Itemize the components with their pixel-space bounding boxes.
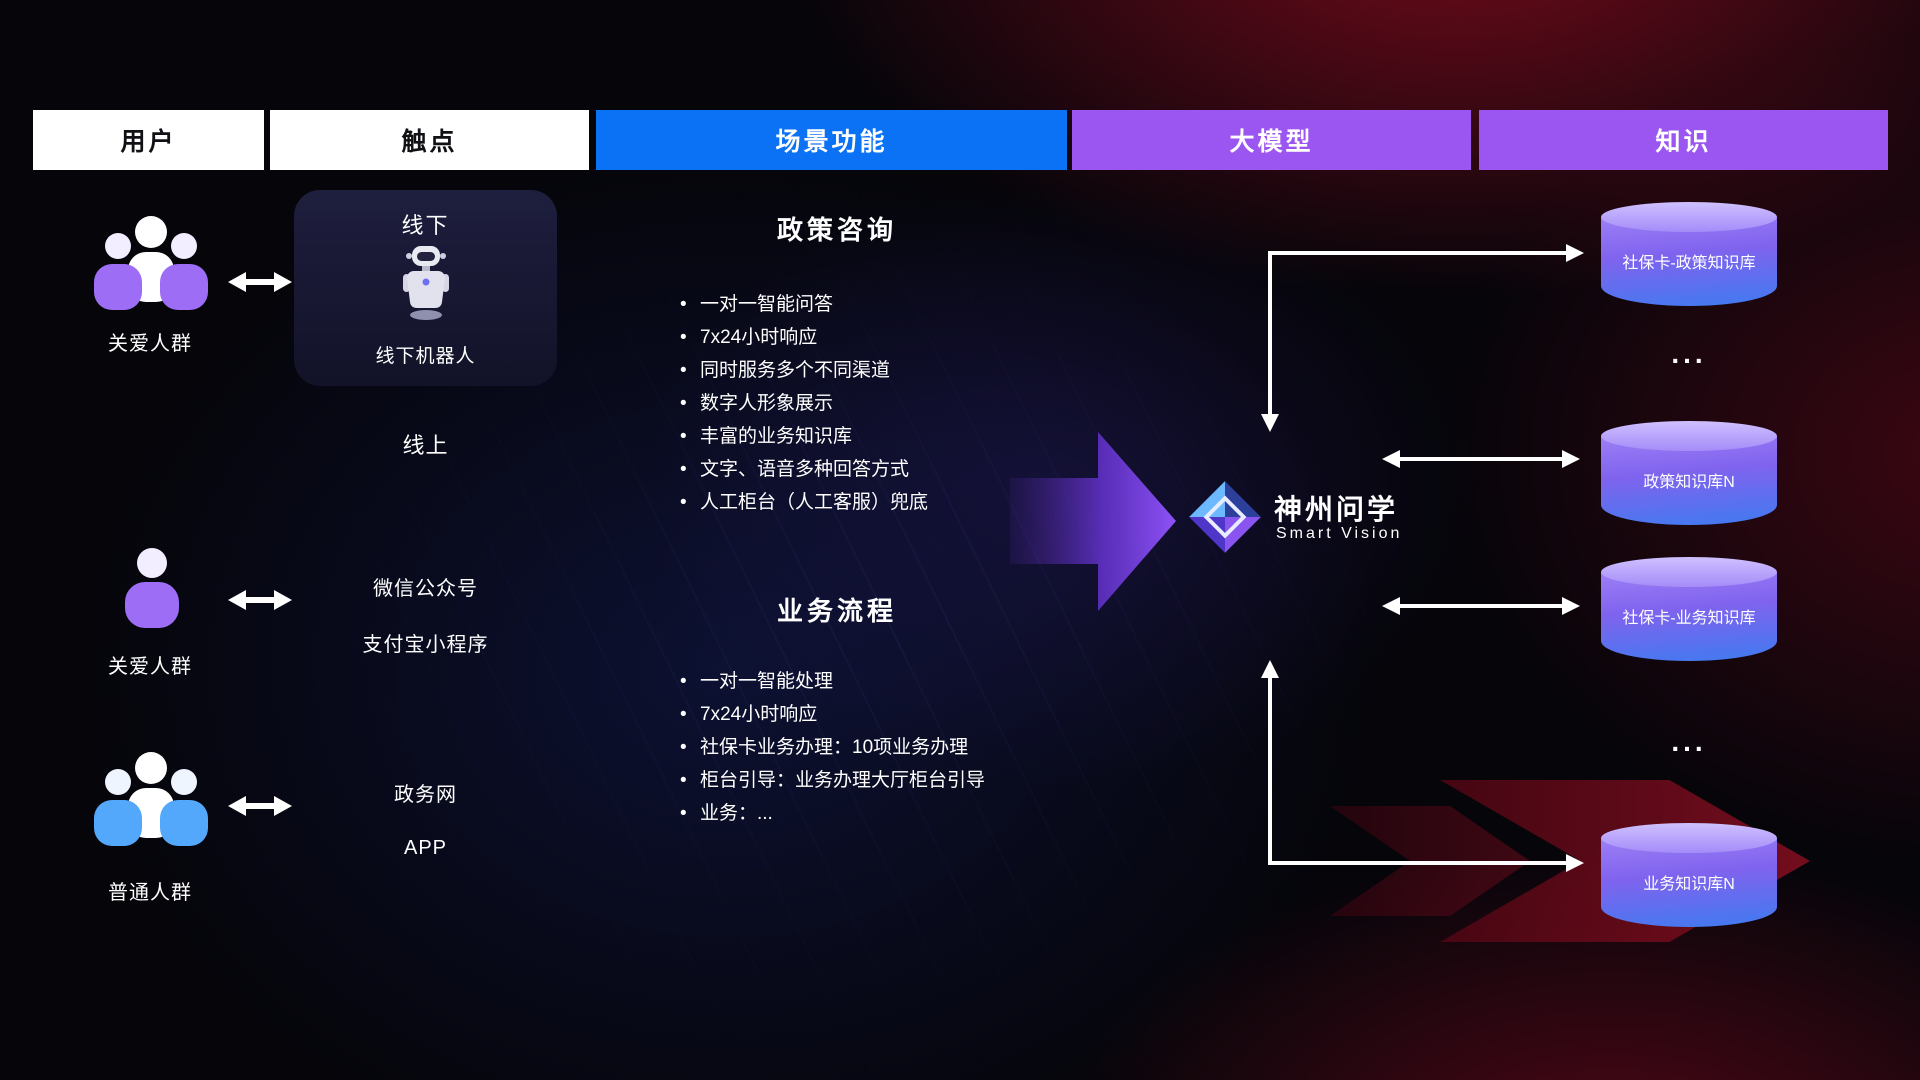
scene-policy-item: 一对一智能问答 <box>678 288 1052 321</box>
robot-icon <box>397 244 455 327</box>
db-business-n: 业务知识库N <box>1601 823 1777 927</box>
smart-vision-logo-icon <box>1186 478 1264 561</box>
header-touchpoints: 触点 <box>270 110 589 170</box>
scene-business-item: 一对一智能处理 <box>678 665 1052 698</box>
model-subtitle: Smart Vision <box>1276 525 1403 542</box>
channel-alipay: 支付宝小程序 <box>362 634 489 656</box>
scene-business-item: 业务：... <box>678 797 1052 830</box>
scene-policy-item: 同时服务多个不同渠道 <box>678 354 1052 387</box>
knowledge-ellipsis-bottom: ... <box>1671 726 1707 757</box>
db-business-social-card: 社保卡-业务知识库 <box>1601 557 1777 661</box>
scene-policy-consult: 政策咨询 一对一智能问答 7x24小时响应 同时服务多个不同渠道 数字人形象展示… <box>622 212 1052 519</box>
model-name: 神州问学 <box>1274 494 1399 525</box>
scene-policy-item: 丰富的业务知识库 <box>678 420 1052 453</box>
scene-business-title: 业务流程 <box>776 596 897 626</box>
db-label: 业务知识库N <box>1643 875 1735 893</box>
channel-wechat: 微信公众号 <box>373 578 478 600</box>
header-users-label: 用户 <box>120 128 177 156</box>
db-label: 社保卡-政策知识库 <box>1622 254 1756 272</box>
scene-policy-item: 人工柜台（人工客服）兜底 <box>678 486 1052 519</box>
user-group-1-label: 关爱人群 <box>108 333 192 355</box>
header-knowledge-label: 知识 <box>1655 128 1712 156</box>
header-large-model-label: 大模型 <box>1229 128 1314 156</box>
user-group-3-label: 普通人群 <box>108 882 192 904</box>
scene-business-item: 柜台引导：业务办理大厅柜台引导 <box>678 764 1052 797</box>
offline-robot-card: 线下 线下机器人 <box>294 190 557 386</box>
online-title: 线上 <box>402 433 449 458</box>
header-scene-functions-label: 场景功能 <box>775 128 888 156</box>
db-policy-social-card: 社保卡-政策知识库 <box>1601 202 1777 306</box>
scene-business-list: 一对一智能处理 7x24小时响应 社保卡业务办理：10项业务办理 柜台引导：业务… <box>678 665 1052 830</box>
user-group-2-label: 关爱人群 <box>108 656 192 678</box>
channel-gov: 政务网 <box>394 784 457 806</box>
single-person-purple-icon <box>121 547 183 634</box>
scene-policy-title: 政策咨询 <box>776 215 897 245</box>
scene-business-process: 业务流程 一对一智能处理 7x24小时响应 社保卡业务办理：10项业务办理 柜台… <box>622 593 1052 830</box>
header-users: 用户 <box>33 110 264 170</box>
db-cylinder-top <box>1601 557 1777 587</box>
header-large-model: 大模型 <box>1072 110 1471 170</box>
offline-title: 线下 <box>401 213 450 238</box>
scene-business-item: 7x24小时响应 <box>678 698 1052 731</box>
scene-policy-item: 文字、语音多种回答方式 <box>678 453 1052 486</box>
header-touchpoints-label: 触点 <box>401 128 458 156</box>
group-people-blue-icon <box>86 748 216 861</box>
db-cylinder-top <box>1601 202 1777 232</box>
scene-policy-list: 一对一智能问答 7x24小时响应 同时服务多个不同渠道 数字人形象展示 丰富的业… <box>678 288 1052 519</box>
db-label: 社保卡-业务知识库 <box>1622 609 1756 627</box>
scene-business-item: 社保卡业务办理：10项业务办理 <box>678 731 1052 764</box>
db-label: 政策知识库N <box>1643 473 1735 491</box>
offline-robot-label: 线下机器人 <box>375 346 476 367</box>
db-policy-n: 政策知识库N <box>1601 421 1777 525</box>
channel-app: APP <box>403 837 448 859</box>
header-knowledge: 知识 <box>1479 110 1888 170</box>
header-scene-functions: 场景功能 <box>596 110 1067 170</box>
db-cylinder-top <box>1601 421 1777 451</box>
knowledge-ellipsis-top: ... <box>1671 338 1707 369</box>
group-people-purple-icon <box>86 212 216 325</box>
scene-policy-item: 数字人形象展示 <box>678 387 1052 420</box>
db-cylinder-top <box>1601 823 1777 853</box>
scene-policy-item: 7x24小时响应 <box>678 321 1052 354</box>
